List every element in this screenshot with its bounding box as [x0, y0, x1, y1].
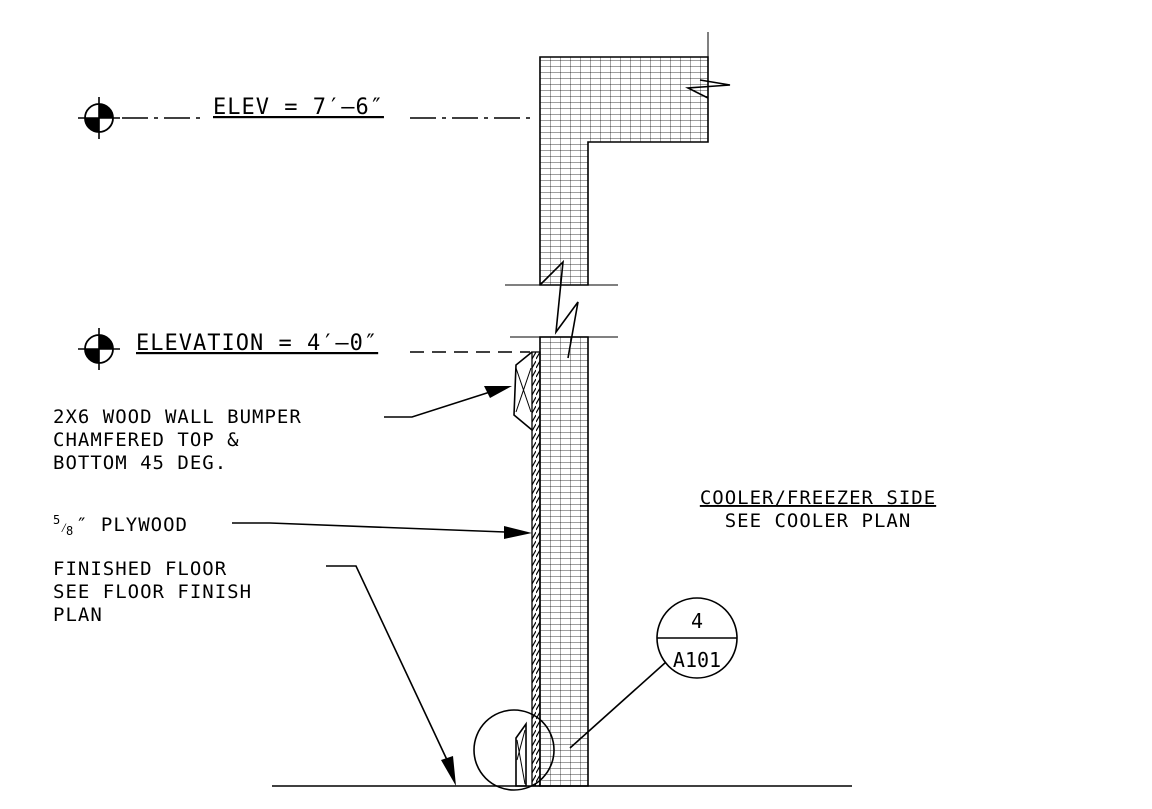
leader-arrow-icon: [484, 386, 512, 398]
panel-wall-lower: [539, 336, 589, 787]
base-block: [515, 721, 527, 787]
detail-bubble: 4 A101: [569, 597, 738, 749]
plywood-note: 5 ⁄ 8 ″ PLYWOOD: [53, 513, 532, 539]
floor-note: FINISHED FLOOR SEE FLOOR FINISH PLAN: [53, 558, 456, 786]
elevation-marker-lower: ELEVATION = 4′–0″: [78, 328, 530, 370]
elevation-label-lower: ELEVATION = 4′–0″: [136, 331, 378, 356]
plywood-fraction-slash: ⁄: [60, 521, 68, 536]
bumper-note-line-2: CHAMFERED TOP &: [53, 429, 240, 451]
bumper-note: 2X6 WOOD WALL BUMPER CHAMFERED TOP & BOT…: [53, 386, 512, 474]
break-line-icon: [685, 32, 731, 142]
plywood-note-text: ″ PLYWOOD: [76, 514, 188, 536]
leader-arrow-icon: [441, 756, 456, 786]
cooler-side-note: COOLER/FREEZER SIDE SEE COOLER PLAN: [700, 487, 936, 532]
plywood-layer: [531, 351, 541, 787]
elevation-target-icon: [78, 97, 120, 139]
cooler-side-line-2: SEE COOLER PLAN: [725, 510, 912, 532]
plywood-fraction-denominator: 8: [66, 524, 73, 538]
wood-wall-bumper: [513, 351, 533, 431]
detail-number: 4: [691, 609, 703, 633]
floor-note-line-3: PLAN: [53, 604, 103, 626]
elevation-label-upper: ELEV = 7′–6″: [213, 95, 384, 120]
detail-callout-circle: [473, 709, 555, 791]
bumper-note-line-3: BOTTOM 45 DEG.: [53, 452, 227, 474]
floor-note-line-2: SEE FLOOR FINISH: [53, 581, 252, 603]
detail-sheet: A101: [673, 648, 721, 672]
leader-arrow-icon: [504, 526, 532, 539]
elevation-target-icon: [78, 328, 120, 370]
floor-note-line-1: FINISHED FLOOR: [53, 558, 227, 580]
elevation-marker-upper: ELEV = 7′–6″: [78, 95, 534, 139]
bumper-note-line-1: 2X6 WOOD WALL BUMPER: [53, 406, 302, 428]
plywood-fraction-numerator: 5: [53, 513, 60, 527]
panel-wall-upper: [539, 56, 709, 286]
cooler-side-line-1: COOLER/FREEZER SIDE: [700, 487, 936, 509]
